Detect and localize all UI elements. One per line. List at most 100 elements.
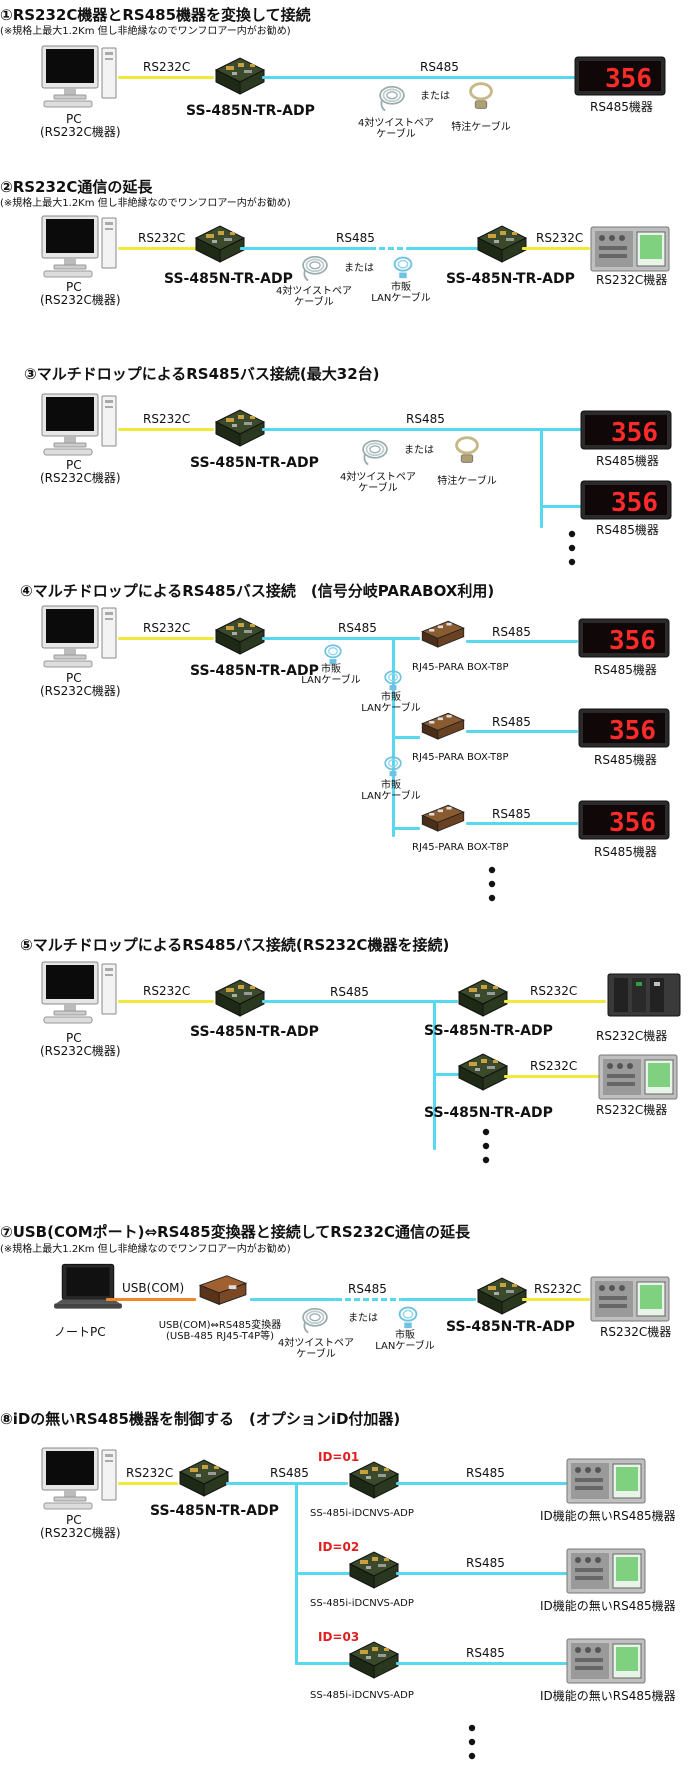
cable1-label: 4対ツイストペアケーブル bbox=[340, 472, 417, 494]
display-digits: 356 bbox=[609, 808, 656, 838]
rs232c-device-label-2: RS232C機器 bbox=[596, 1103, 668, 1117]
rs485-drop-line bbox=[540, 505, 582, 508]
rs485-device-label-2: ID機能の無いRS485機器 bbox=[540, 1599, 676, 1613]
rs485-device-label-2: RS485機器 bbox=[594, 753, 657, 767]
more-devices-dots bbox=[466, 1722, 478, 1762]
converter-icon bbox=[212, 976, 268, 1020]
converter-label: SS-485N-TR-ADP bbox=[186, 103, 315, 119]
rs485-device-icon bbox=[566, 1548, 646, 1594]
rs232c-device-label: RS232C機器 bbox=[596, 273, 668, 287]
plc-device-icon bbox=[604, 972, 684, 1018]
parabox-icon bbox=[418, 800, 468, 838]
pc-icon bbox=[40, 392, 120, 457]
twisted-pair-cable-icon bbox=[298, 250, 332, 284]
cable1-label: 4対ツイストペアケーブル bbox=[358, 118, 435, 140]
rs485-main-line bbox=[262, 637, 420, 640]
rs485-label: RS485 bbox=[348, 1282, 387, 1296]
custom-cable-icon bbox=[462, 78, 500, 116]
id-converter-label-3: SS-485i-iDCNVS-ADP bbox=[310, 1690, 414, 1701]
rs485-line bbox=[262, 1000, 458, 1003]
id-converter-label-2: SS-485i-iDCNVS-ADP bbox=[310, 1598, 414, 1609]
rs485-device-label-3: RS485機器 bbox=[594, 845, 657, 859]
lan-cable-icon bbox=[320, 640, 346, 666]
rs485-label: RS485 bbox=[330, 985, 369, 999]
notebook-pc-label: ノートPC bbox=[54, 1325, 106, 1339]
twisted-pair-cable-icon bbox=[358, 434, 392, 468]
rs485-main-label: RS485 bbox=[338, 621, 377, 635]
section-3-title: ③マルチドロップによるRS485バス接続(最大32台) bbox=[24, 365, 380, 383]
pc-icon bbox=[40, 1446, 120, 1511]
id-label-3: ID=03 bbox=[318, 1630, 360, 1644]
display-digits: 356 bbox=[609, 626, 656, 656]
parabox-label-1: RJ45-PARA BOX-T8P bbox=[412, 662, 509, 673]
rs485-line-1 bbox=[396, 1482, 568, 1485]
pc-sublabel: (RS232C機器) bbox=[40, 1526, 121, 1540]
rs232c-label: RS232C bbox=[143, 60, 191, 74]
pc-label: PC bbox=[66, 280, 82, 294]
converter-label: SS-485N-TR-ADP bbox=[190, 663, 319, 679]
converter-icon bbox=[212, 614, 268, 658]
rs485-device-label-1: RS485機器 bbox=[596, 454, 659, 468]
rs232c-line-r2 bbox=[504, 1075, 600, 1078]
pc-label: PC bbox=[66, 671, 82, 685]
pc-label: PC bbox=[66, 458, 82, 472]
rs485-line-left bbox=[240, 247, 370, 250]
cable2-label: 特注ケーブル bbox=[451, 122, 511, 133]
rs485-line-1 bbox=[466, 640, 578, 643]
rs485-device-label-1: ID機能の無いRS485機器 bbox=[540, 1509, 676, 1523]
rs485-display-icon: 356 bbox=[574, 56, 666, 96]
section-7-note: (※規格上最大1.2Km 但し非絶縁なのでワンフロアー内がお勧め) bbox=[0, 1244, 291, 1255]
rs485-drop-line bbox=[433, 1073, 459, 1076]
pc-sublabel: (RS232C機器) bbox=[40, 125, 121, 139]
cable1-label: 4対ツイストペアケーブル bbox=[278, 1338, 355, 1360]
cable1-label: 4対ツイストペアケーブル bbox=[276, 286, 353, 308]
rs232c-label-right: RS232C bbox=[536, 231, 584, 245]
rs232c-label: RS232C bbox=[143, 984, 191, 998]
converter-icon bbox=[176, 1456, 232, 1500]
parabox-icon bbox=[418, 616, 468, 654]
pc-label: PC bbox=[66, 1031, 82, 1045]
rs232c-device-icon bbox=[590, 1276, 670, 1322]
rs232c-label: RS232C bbox=[143, 621, 191, 635]
rs485-label: RS485 bbox=[420, 60, 459, 74]
id-converter-icon bbox=[346, 1638, 402, 1682]
id-label-2: ID=02 bbox=[318, 1540, 360, 1554]
rs485-drop-line bbox=[295, 1662, 351, 1665]
rs485-drop-line bbox=[392, 736, 420, 739]
converter-icon bbox=[212, 54, 268, 98]
rs232c-line bbox=[118, 1482, 178, 1485]
section-8-title: ⑧iDの無いRS485機器を制御する (オプションiD付加器) bbox=[0, 1410, 401, 1428]
rs485-line-left bbox=[250, 1298, 336, 1301]
display-digits: 356 bbox=[609, 716, 656, 746]
converter-label: SS-485N-TR-ADP bbox=[446, 1319, 575, 1335]
rs485-drop-line bbox=[392, 827, 420, 830]
or-label: または bbox=[404, 445, 434, 456]
section-2-title: ②RS232C通信の延長 bbox=[0, 178, 153, 196]
converter-icon-right bbox=[474, 222, 530, 266]
rs485-bus-vertical bbox=[540, 428, 543, 528]
converter-label-right: SS-485N-TR-ADP bbox=[446, 271, 575, 287]
custom-cable-icon bbox=[448, 432, 486, 470]
rs485-label-1: RS485 bbox=[466, 1466, 505, 1480]
converter-label-r2: SS-485N-TR-ADP bbox=[424, 1105, 553, 1121]
rs232c-line bbox=[118, 1000, 214, 1003]
rs485-main-line bbox=[226, 1482, 348, 1485]
rs232c-line bbox=[118, 428, 214, 431]
rs485-label-2: RS485 bbox=[466, 1556, 505, 1570]
rs485-line-3 bbox=[466, 822, 578, 825]
rs485-line bbox=[262, 76, 576, 79]
converter-icon bbox=[474, 1274, 530, 1318]
rs485-display-icon: 356 bbox=[578, 618, 670, 658]
section-1-note: (※規格上最大1.2Km 但し非絶縁なのでワンフロアー内がお勧め) bbox=[0, 26, 291, 37]
rs232c-label-left: RS232C bbox=[138, 231, 186, 245]
converter-icon-r2 bbox=[455, 1050, 511, 1094]
rs232c-line bbox=[118, 247, 198, 250]
converter-label: SS-485N-TR-ADP bbox=[190, 455, 319, 471]
lan-cable-icon bbox=[389, 252, 417, 280]
usb-label: USB(COM) bbox=[122, 1281, 185, 1295]
id-converter-icon bbox=[346, 1548, 402, 1592]
